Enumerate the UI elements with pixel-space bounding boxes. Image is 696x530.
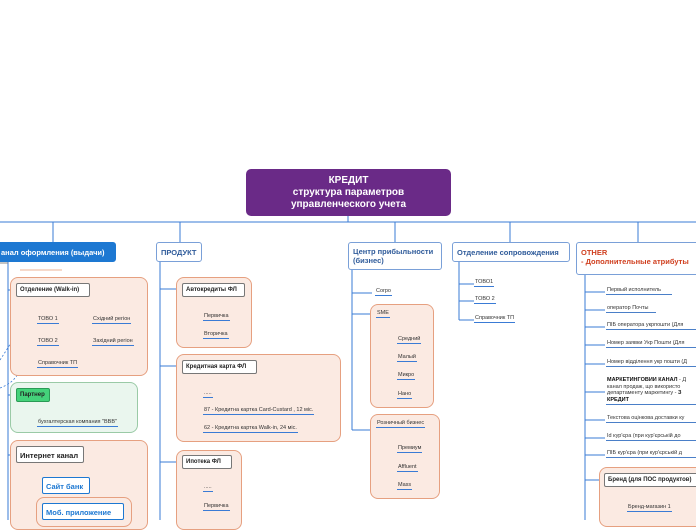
retail-panel xyxy=(370,414,440,499)
other-first-executor[interactable]: Первый исполнитель xyxy=(606,287,672,295)
retail-item-premium[interactable]: Премиум xyxy=(397,445,423,453)
support-item-directory[interactable]: Справочник ТП xyxy=(474,315,516,323)
other-office-number[interactable]: Номер відділення укр пошти (Д xyxy=(606,359,696,367)
topic-profit-center[interactable]: Центр прибыльности (бизнес) xyxy=(348,242,442,270)
other-delivery-rating[interactable]: Текстова оцінкова доставки ку xyxy=(606,415,696,423)
walkin-item-tovo2[interactable]: ТОВО 2 xyxy=(37,338,59,346)
topic-partner[interactable]: Партнер xyxy=(16,388,50,402)
root-topic[interactable]: КРЕДИТ структура параметров управленческ… xyxy=(246,169,451,216)
region-west[interactable]: Західний регіон xyxy=(92,338,134,346)
other-post-operator[interactable]: оператор Почты xyxy=(606,305,656,313)
auto-item-primary[interactable]: Первичка xyxy=(203,313,230,321)
topic-mobile-app[interactable]: Моб. приложение xyxy=(42,503,124,520)
topic-auto-loans[interactable]: Автокредиты ФЛ xyxy=(182,283,245,297)
partner-item-accounting[interactable]: бухгалтерская компания "ВВВ" xyxy=(37,419,118,427)
support-item-tovo2[interactable]: ТОВО 2 xyxy=(474,296,496,304)
retail-item-mass[interactable]: Mass xyxy=(397,482,413,490)
topic-retail[interactable]: Розничный бизнес xyxy=(376,420,426,428)
sme-panel xyxy=(370,304,434,408)
topic-product[interactable]: ПРОДУКТ xyxy=(156,242,202,262)
topic-credit-card[interactable]: Кредитная карта ФЛ xyxy=(182,360,257,374)
root-subtitle-line1: структура параметров xyxy=(292,187,405,198)
support-item-tovo1[interactable]: ТОВО1 xyxy=(474,279,495,287)
mortgage-item-primary[interactable]: Первичка xyxy=(203,503,230,511)
topic-brand[interactable]: Бренд (для ПОС продуктов) xyxy=(604,473,696,487)
sme-item-nano[interactable]: Нано xyxy=(397,391,413,399)
walkin-item-directory[interactable]: Справочник ТП xyxy=(37,360,79,368)
card-item-62[interactable]: 62 - Кредитна картка Walk-in, 24 міс. xyxy=(203,425,298,433)
topic-mortgage[interactable]: Ипотека ФЛ xyxy=(182,455,232,469)
topic-other[interactable]: OTHER - Дополнительные атрибуты xyxy=(576,242,696,275)
topic-internet[interactable]: Интернет канал xyxy=(16,446,84,463)
other-courier-name[interactable]: ПІБ кур'єра (при кур'єрській д xyxy=(606,450,696,458)
topic-channel[interactable]: анал оформления (выдачи) xyxy=(0,242,116,262)
sme-item-micro[interactable]: Микро xyxy=(397,372,416,380)
root-title: КРЕДИТ xyxy=(328,175,369,186)
root-subtitle-line2: управленческого учета xyxy=(290,199,407,210)
card-item-87[interactable]: 87 - Кредитна картка Card-Custard , 12 м… xyxy=(203,407,315,415)
auto-item-secondary[interactable]: Вторичка xyxy=(203,331,229,339)
profit-item-corpo[interactable]: Corpo xyxy=(375,288,392,296)
walkin-item-tovo1[interactable]: ТОВО 1 xyxy=(37,316,59,324)
mortgage-item-ellipsis[interactable]: ..... xyxy=(203,484,213,492)
other-courier-id[interactable]: Id кур'єра (при кур'єрській до xyxy=(606,433,696,441)
topic-support-branch[interactable]: Отделение сопровождения xyxy=(452,242,570,262)
other-request-number[interactable]: Номер заявки Укр Пошти (Для xyxy=(606,340,696,348)
region-east[interactable]: Східний регіон xyxy=(92,316,132,324)
topic-sme[interactable]: SME xyxy=(376,310,390,318)
sme-item-small[interactable]: Малый xyxy=(397,354,417,362)
card-item-ellipsis[interactable]: ..... xyxy=(203,390,213,398)
other-operator-name[interactable]: ПІБ оператора укрпошти (Для xyxy=(606,322,696,330)
topic-walkin[interactable]: Отделение (Walk-in) xyxy=(16,283,90,297)
retail-item-affluent[interactable]: Affluent xyxy=(397,464,418,472)
other-marketing-channel[interactable]: МАРКЕТИНГОВИЙ КАНАЛ - Д канал продаж, що… xyxy=(606,377,696,405)
brand-item-store1[interactable]: Бренд-магазин 1 xyxy=(627,504,672,512)
topic-site[interactable]: Сайт банк xyxy=(42,477,90,494)
sme-item-medium[interactable]: Средний xyxy=(397,336,422,344)
card-panel xyxy=(176,354,341,442)
